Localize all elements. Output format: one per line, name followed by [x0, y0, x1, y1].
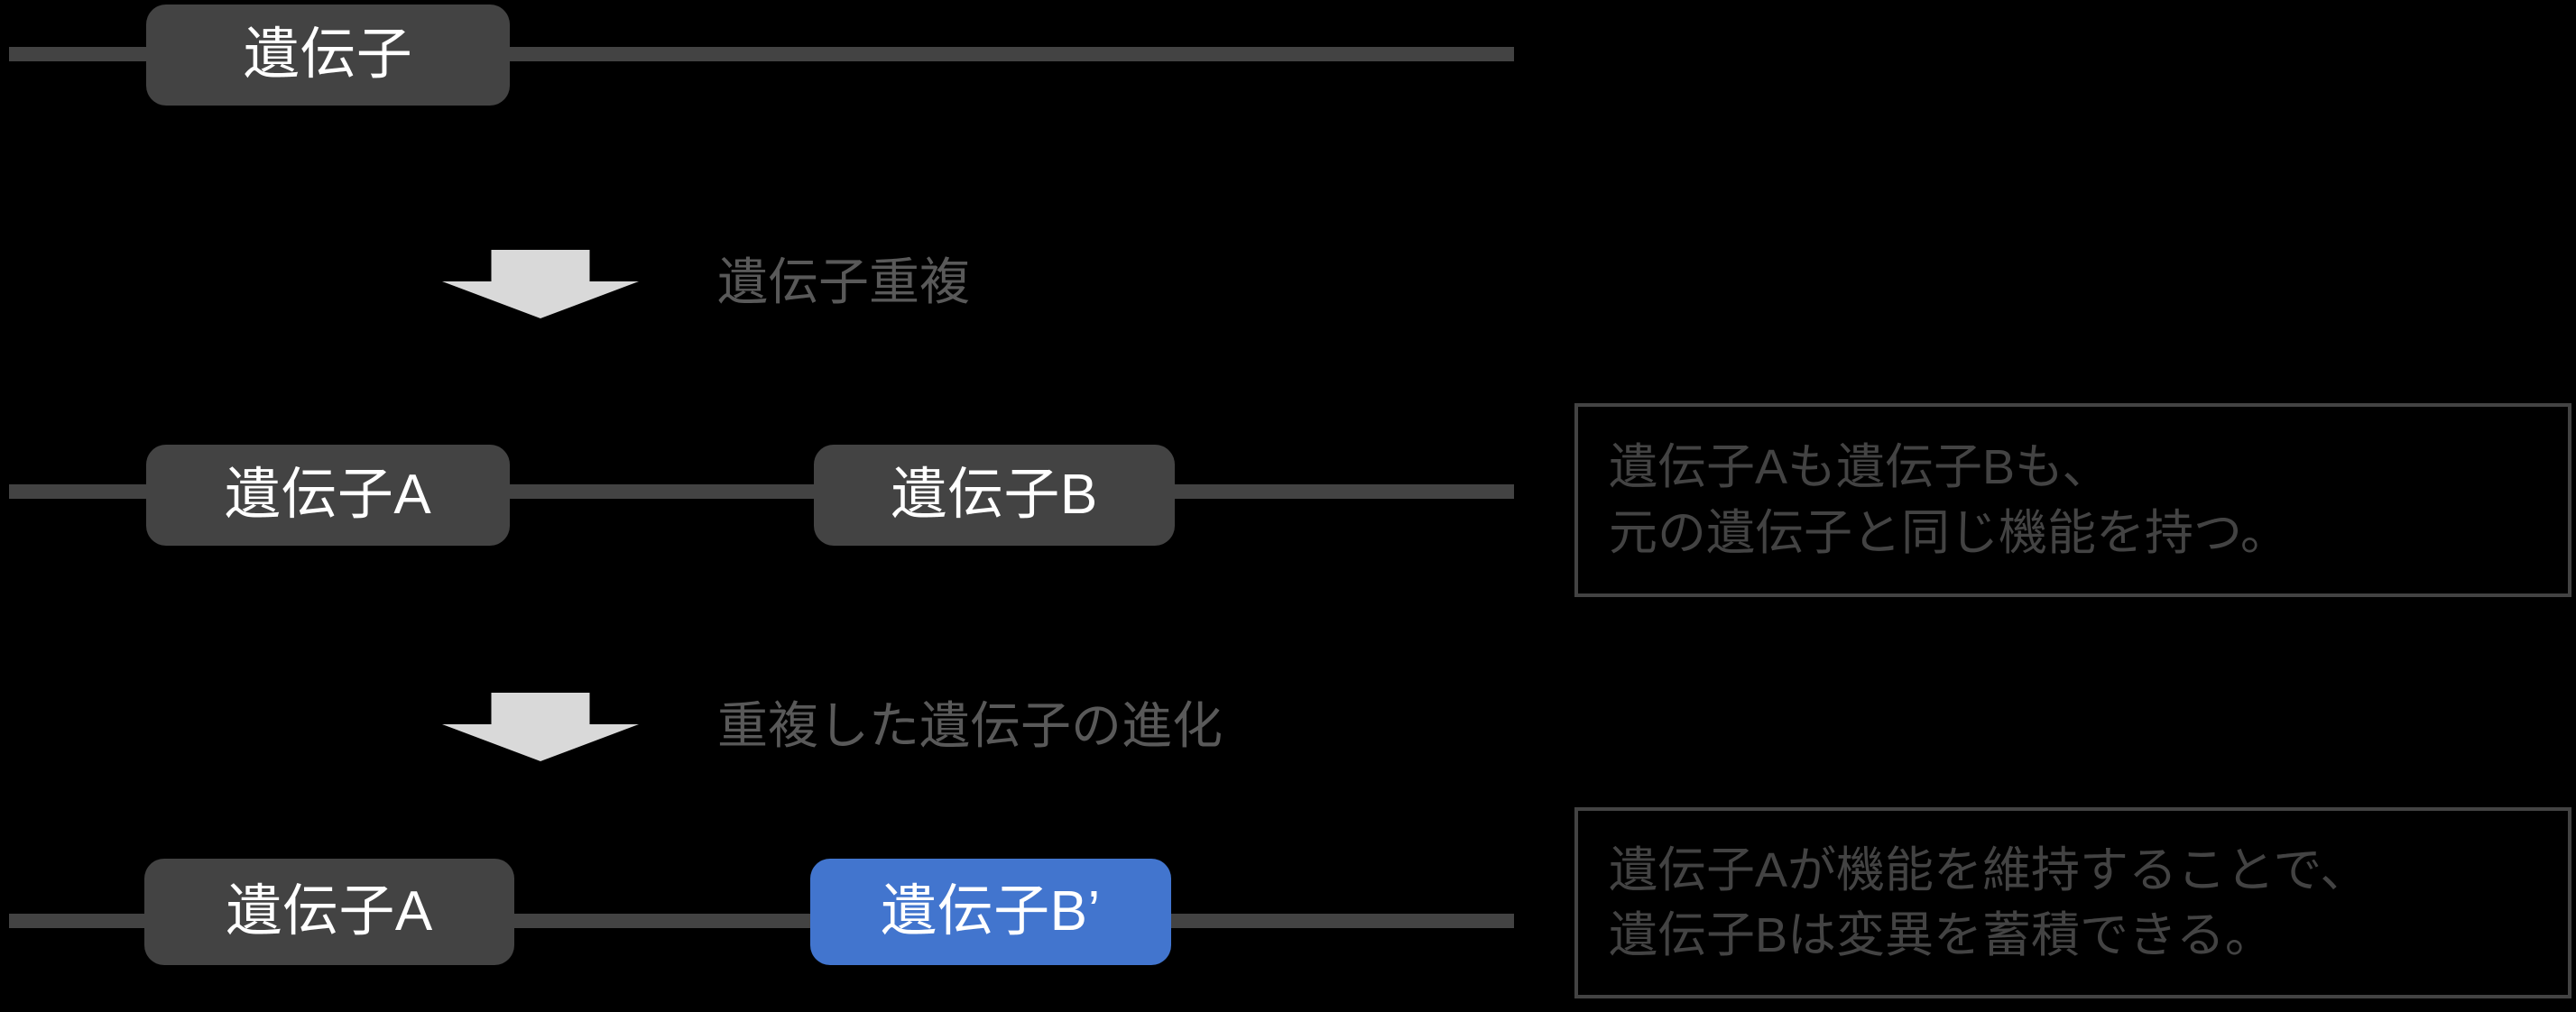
note-box-same-function: 遺伝子Aも遺伝子Bも、 元の遺伝子と同じ機能を持つ。 — [1574, 403, 2571, 597]
gene-box-a-evolved[interactable]: 遺伝子A — [144, 859, 514, 965]
note-box-accumulate-mutation-line-2: 遺伝子Bは変異を蓄積できる。 — [1609, 908, 2274, 962]
gene-box-a-duplicated[interactable]: 遺伝子A — [146, 445, 510, 546]
gene-box-original-label: 遺伝子 — [243, 23, 413, 86]
note-box-same-function-line-1: 遺伝子Aも遺伝子Bも、 — [1609, 440, 2111, 495]
down-arrow-icon-duplication — [442, 250, 639, 318]
step-label-evolution: 重複した遺伝子の進化 — [717, 697, 1223, 754]
gene-box-b-duplicated[interactable]: 遺伝子B — [814, 445, 1175, 546]
note-box-accumulate-mutation-line-1: 遺伝子Aが機能を維持することで、 — [1609, 842, 2369, 897]
gene-box-b-prime-evolved[interactable]: 遺伝子B’ — [810, 859, 1171, 965]
note-box-same-function-line-2: 元の遺伝子と同じ機能を持つ。 — [1609, 505, 2289, 560]
down-arrow-icon-evolution — [442, 693, 639, 761]
gene-box-b-prime-evolved-label: 遺伝子B’ — [881, 880, 1101, 943]
gene-box-original[interactable]: 遺伝子 — [146, 5, 510, 106]
step-label-duplication: 遺伝子重複 — [717, 253, 970, 310]
gene-box-b-duplicated-label: 遺伝子B — [891, 464, 1098, 526]
gene-box-a-evolved-label: 遺伝子A — [226, 880, 433, 943]
gene-box-a-duplicated-label: 遺伝子A — [224, 464, 432, 526]
note-box-accumulate-mutation: 遺伝子Aが機能を維持することで、 遺伝子Bは変異を蓄積できる。 — [1574, 807, 2571, 998]
